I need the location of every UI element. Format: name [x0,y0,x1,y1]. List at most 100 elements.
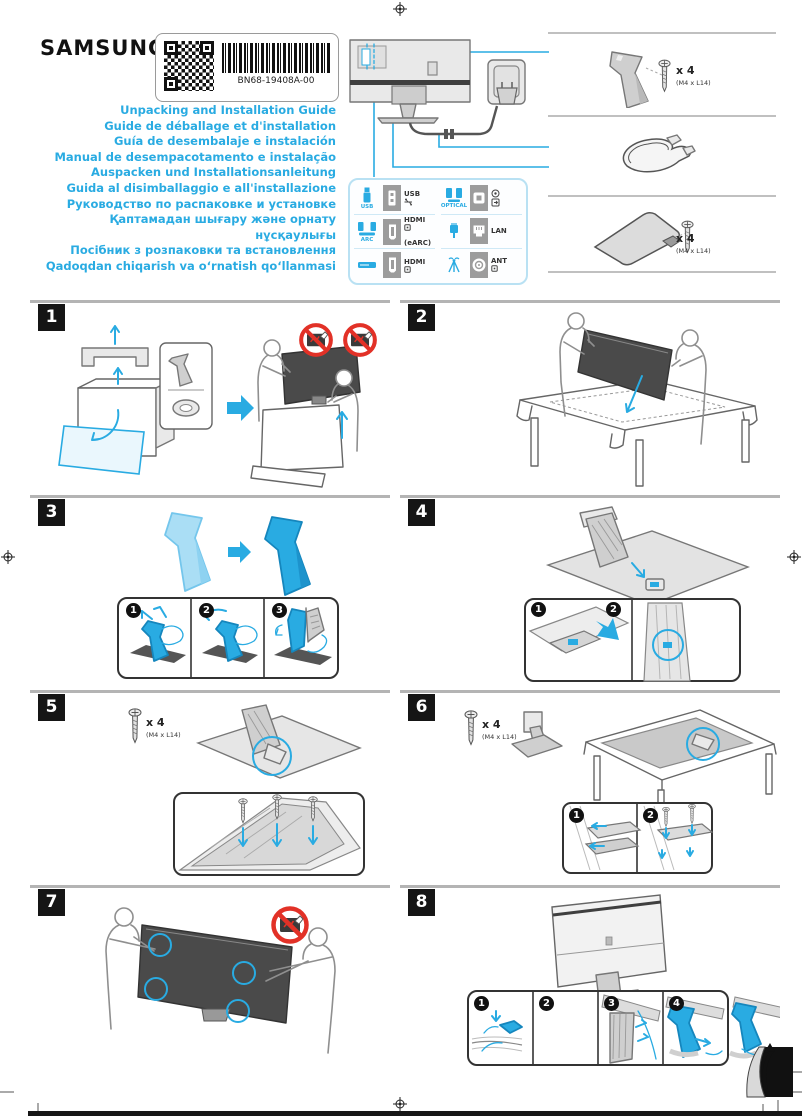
step-1-number: 1 [38,304,65,331]
step-4-number: 4 [408,499,435,526]
step-5-illustration [128,704,365,876]
step-4-illustration [524,506,750,682]
port-row-usb: USB USB [354,182,435,215]
step6-substep-1: 1 [569,808,584,823]
grip-circle [232,961,256,985]
mini-stand-icon [511,711,563,758]
step8-substep-4: 4 [669,996,684,1011]
step3-substep-3: 3 [272,603,287,618]
substep-attach-cover [665,996,725,1058]
step4-substep-2: 2 [606,602,621,617]
tv-face-down [600,717,754,769]
step6-substep-2: 2 [643,808,658,823]
step-3-number: 3 [38,499,65,526]
step-6-number: 6 [408,694,435,721]
screw-icon [128,708,142,743]
title-fr: Guide de déballage et d'installation [104,118,336,133]
step6-screw-spec: (M4 x L14) [482,733,517,741]
step-2-number: 2 [408,304,435,331]
next-arrow-icon [227,395,254,421]
step-5-number: 5 [38,694,65,721]
step1-rule [30,300,390,303]
page-turn-icon [746,1043,793,1098]
ports-left-column: USB USB ARC [354,182,435,281]
substep-align [569,805,642,871]
hdmi-earc-port [383,218,401,245]
substep-insert-clip [528,606,630,654]
step6-screw-qty: x 4 [482,718,501,731]
tv-panel [137,924,293,1024]
port-sublabel: (eARC) [404,239,432,247]
tv-panel [577,329,673,401]
tv-face-down [545,530,750,606]
no-press-screen-icon [274,909,307,942]
hdmi-in-icon [404,265,411,273]
device-label: OPTICAL [440,203,468,210]
step4-rule [400,495,780,498]
port-label: HDMI [404,216,426,224]
optical-port [470,185,488,212]
crop-marks [0,1071,802,1116]
usb-branch-icon [404,198,412,206]
stand-assembled [264,516,311,596]
lan-port [470,218,488,245]
out-box-icon [491,198,500,207]
port-row-hdmi: HDMI [354,249,435,281]
step3-substep-2: 2 [199,603,214,618]
ant-port [470,251,488,278]
highlight-circle [686,727,720,761]
transform-arrow-icon [228,541,251,563]
part-stand-neck [609,51,671,108]
qr-code [164,41,214,91]
usb-port [383,185,401,211]
hdmi-in-icon [404,224,411,231]
title-en: Unpacking and Installation Guide [120,103,336,117]
substep-cover-done [729,996,780,1059]
port-label: LAN [491,227,507,236]
usb-drive-icon [363,187,371,203]
grip-circle [226,999,250,1023]
step8-substep-1: 1 [474,996,489,1011]
tv-panel [281,345,361,405]
bottom-print-bar [28,1111,802,1116]
step-3-illustration [117,512,339,679]
hdmi-port [383,252,401,278]
parts-divider-lines [548,32,776,273]
soundbar-icon [358,221,376,235]
port-label: ANT [491,257,508,266]
step6-rule [400,690,780,693]
port-label: HDMI [404,257,426,266]
step-1-illustration [58,308,390,488]
screw-driving [238,794,318,847]
grip-circle [144,977,168,1001]
step7-rule [30,885,390,888]
step8-substep-3: 3 [604,996,619,1011]
title-uk: Посібник з розпаковки та встановлення [70,243,336,258]
step-7-number: 7 [38,889,65,916]
step-6-illustration [464,709,777,874]
speakers-icon [446,188,462,203]
port-row-lan: LAN [441,215,522,249]
port-row-optical: OPTICAL [440,182,522,216]
step4-substep-1: 1 [531,602,546,617]
step-2-illustration [516,312,758,487]
product-label: BN68-19408A-00 [155,33,339,102]
substep-screw [643,803,714,871]
optical-out-icon [491,189,500,198]
stand-screw-spec: (M4 x L14) [676,79,711,87]
part-stand-base [593,211,694,266]
step-8-illustration [467,894,780,1066]
substep-check-clip [643,602,691,682]
antenna-icon [448,257,460,273]
step5-screw-spec: (M4 x L14) [146,731,181,739]
port-label: USB [404,190,421,198]
no-grab-screen-icon [345,325,375,355]
stand-screw-qty: x 4 [676,64,695,77]
barcode [222,43,330,73]
lan-cable-icon [450,223,458,239]
screw-icon [658,59,671,92]
step8-rule [400,885,780,888]
substep-cable-tie [471,1010,523,1052]
